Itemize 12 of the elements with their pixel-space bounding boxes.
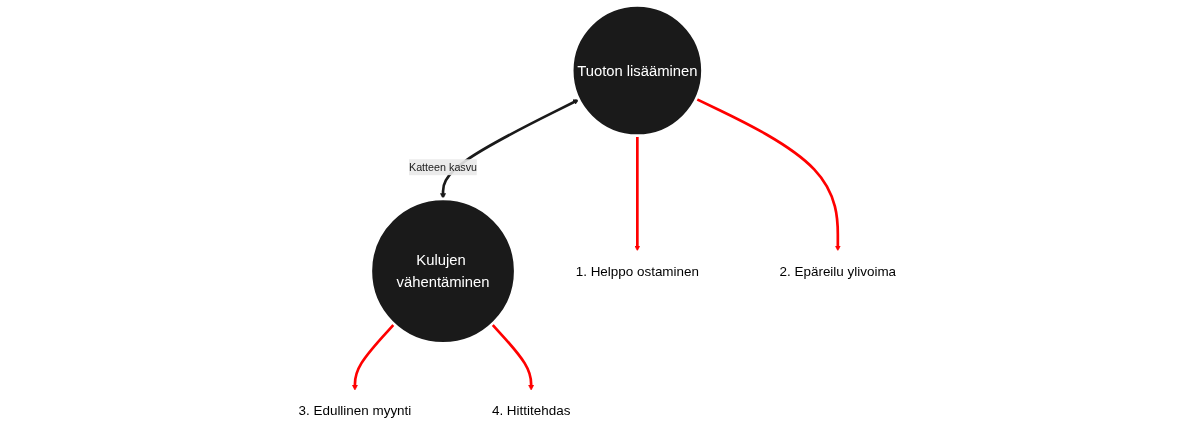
node-text: 3. Edullinen myynti [298,403,412,418]
node-circle: Tuoton lisääminen [571,4,705,138]
node-circle: Kulujen vähentäminen [369,197,517,345]
arrow [440,99,580,200]
node-text: 1. Helppo ostaminen [575,263,700,279]
edge-label: Katteen kasvu [409,161,478,173]
arrow [634,135,641,252]
node-text: 2. Epäreilu ylivoima [779,263,897,279]
arrow [352,323,396,391]
arrow [491,323,535,391]
node-text: 4. Hittitehdas [492,403,571,418]
arrow [695,97,841,252]
